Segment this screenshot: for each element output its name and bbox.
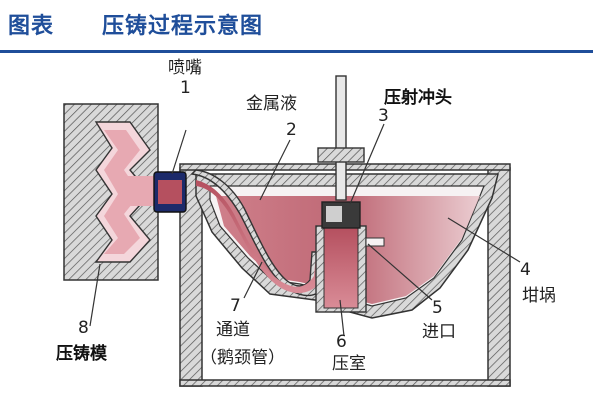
die-label: 压铸模 [56, 344, 107, 364]
plunger-number: 3 [378, 106, 389, 126]
molten-metal-number: 2 [286, 120, 297, 140]
crucible-label: 坩埚 [522, 286, 556, 306]
figure-title: 压铸过程示意图 [102, 14, 264, 39]
plunger-label: 压射冲头 [384, 88, 452, 108]
channel-number: 7 [230, 296, 241, 316]
channel-label: 通道 [216, 320, 250, 340]
nozzle [153, 171, 187, 213]
chamber-label: 压室 [332, 354, 366, 374]
plunger [317, 75, 365, 229]
header: 图表 压铸过程示意图 [0, 0, 593, 48]
nozzle-number: 1 [180, 78, 191, 98]
inlet-number: 5 [432, 298, 443, 318]
chamber-number: 6 [336, 332, 347, 352]
channel-sublabel: （鹅颈管） [200, 348, 285, 368]
figure-label: 图表 [8, 14, 55, 39]
molten-metal-label: 金属液 [246, 94, 297, 114]
leader-lines [89, 123, 521, 337]
die-number: 8 [78, 318, 89, 338]
die-casting-diagram [63, 75, 521, 387]
crucible-number: 4 [520, 260, 531, 280]
inlet-label: 进口 [422, 322, 456, 342]
die-casting-mold [63, 103, 159, 281]
nozzle-label: 喷嘴 [168, 58, 202, 78]
header-divider [0, 50, 593, 53]
